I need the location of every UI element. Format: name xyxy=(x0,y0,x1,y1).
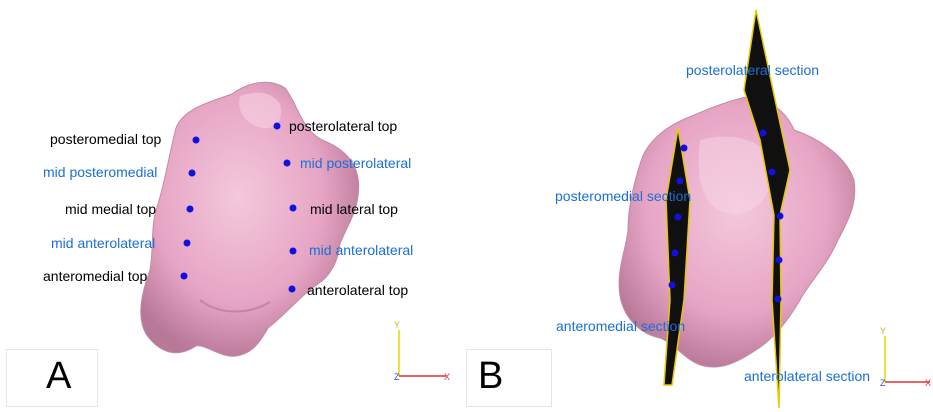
section-point-pm-5 xyxy=(669,282,676,289)
label-posterolateral-section: posterolateral section xyxy=(686,62,819,78)
label-posterolateral-top: posterolateral top xyxy=(289,118,397,134)
section-point-pm-3 xyxy=(675,214,682,221)
axis-a-x-label: X xyxy=(444,372,450,382)
label-mid-posteromedial: mid posteromedial xyxy=(43,164,157,180)
section-point-pm-2 xyxy=(677,178,684,185)
axis-b-y-label: Y xyxy=(880,326,886,336)
label-anteromedial-top: anteromedial top xyxy=(43,268,147,284)
label-mid-medial-top: mid medial top xyxy=(65,201,156,217)
landmark-posteromedial-top xyxy=(193,137,200,144)
label-mid-anterolateral-left: mid anterolateral xyxy=(51,235,155,251)
landmark-mid-posterolateral xyxy=(284,160,291,167)
landmark-mid-medial-top xyxy=(187,206,194,213)
landmark-anteromedial-top xyxy=(181,273,188,280)
axis-a-y-label: Y xyxy=(394,320,400,330)
section-point-pl-5 xyxy=(775,296,782,303)
landmark-mid-anterolateral-right xyxy=(290,248,297,255)
label-posteromedial-top: posteromedial top xyxy=(50,131,161,147)
label-mid-posterolateral: mid posterolateral xyxy=(300,155,411,171)
landmark-mid-posteromedial xyxy=(189,170,196,177)
panel-a-letter: A xyxy=(46,356,71,396)
label-anterolateral-section: anterolateral section xyxy=(744,368,870,384)
landmark-mid-lateral-top xyxy=(290,205,297,212)
landmark-anterolateral-top xyxy=(289,286,296,293)
section-point-pm-4 xyxy=(672,250,679,257)
axis-b-z-label: Z xyxy=(880,378,886,388)
section-point-pl-4 xyxy=(776,257,783,264)
section-point-pl-2 xyxy=(769,169,776,176)
axis-a-z-label: Z xyxy=(394,372,400,382)
section-point-pl-3 xyxy=(777,213,784,220)
section-point-pm-1 xyxy=(681,145,688,152)
section-point-pl-1 xyxy=(760,130,767,137)
label-anteromedial-section: anteromedial section xyxy=(556,318,685,334)
landmark-posterolateral-top xyxy=(274,123,281,130)
label-posteromedial-section: posteromedial section xyxy=(555,188,691,204)
label-mid-anterolateral-right: mid anterolateral xyxy=(309,242,413,258)
axis-b-x-label: X xyxy=(925,378,931,388)
label-anterolateral-top: anterolateral top xyxy=(307,282,408,298)
axis-triad-b: Y Z X xyxy=(880,326,931,388)
panel-b-letter: B xyxy=(478,356,503,396)
landmark-mid-anterolateral-left xyxy=(184,240,191,247)
label-mid-lateral-top: mid lateral top xyxy=(310,201,398,217)
axis-triad-a: Y Z X xyxy=(394,320,450,382)
